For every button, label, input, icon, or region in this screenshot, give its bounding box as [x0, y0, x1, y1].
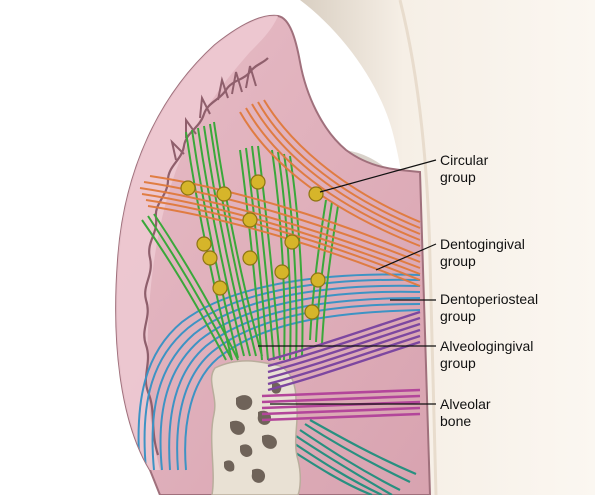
label-alveologingival-group: Alveologingival group	[440, 338, 533, 372]
label-circular-line2: group	[440, 169, 488, 186]
label-dentogingival-line2: group	[440, 253, 525, 270]
label-circular-line1: Circular	[440, 152, 488, 169]
label-circular-group: Circular group	[440, 152, 488, 186]
label-dentoperiosteal-line2: group	[440, 308, 538, 325]
label-dentogingival-line1: Dentogingival	[440, 236, 525, 253]
label-dentoperiosteal-line1: Dentoperiosteal	[440, 291, 538, 308]
label-dentogingival-group: Dentogingival group	[440, 236, 525, 270]
label-alveologingival-line1: Alveologingival	[440, 338, 533, 355]
label-alveolar-bone-line1: Alveolar	[440, 396, 491, 413]
label-alveolar-bone: Alveolar bone	[440, 396, 491, 430]
label-alveologingival-line2: group	[440, 355, 533, 372]
label-alveolar-bone-line2: bone	[440, 413, 491, 430]
label-dentoperiosteal-group: Dentoperiosteal group	[440, 291, 538, 325]
